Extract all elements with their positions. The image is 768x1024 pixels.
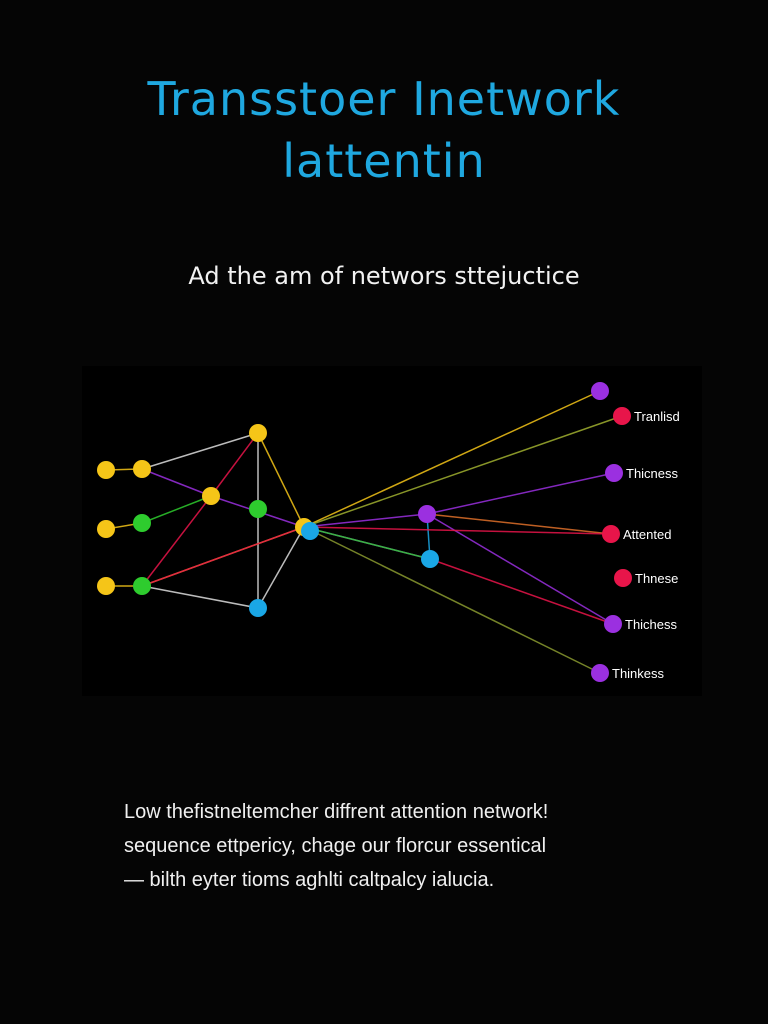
node-r6 — [591, 664, 609, 682]
node-bt1 — [249, 599, 267, 617]
node-m1 — [249, 500, 267, 518]
node-r0 — [591, 382, 609, 400]
node-label-1: Tranlisd — [634, 409, 680, 424]
node-label-5: Thichess — [625, 617, 678, 632]
edge-hub-r1 — [303, 415, 623, 528]
title-line-1: Transstoer Inetwork — [147, 72, 621, 126]
edge-b3-bt1 — [141, 585, 259, 609]
title-line-2: lattentin — [282, 134, 486, 188]
edge-b3-hub — [141, 526, 305, 587]
subtitle: Ad the am of networs sttejuctice — [188, 262, 580, 290]
edge-hub-q1 — [303, 526, 431, 560]
node-c1 — [202, 487, 220, 505]
node-b3 — [133, 577, 151, 595]
node-b1 — [133, 460, 151, 478]
node-label-4: Thnese — [635, 571, 678, 586]
node-r4 — [614, 569, 632, 587]
edge-c1-t1 — [210, 432, 259, 497]
node-r3 — [602, 525, 620, 543]
edge-p1-r2 — [426, 472, 615, 515]
node-label-3: Attented — [623, 527, 671, 542]
edge-b3-c1 — [141, 495, 212, 587]
edge-b2-c1 — [141, 495, 212, 524]
edge-b1-c1 — [141, 468, 212, 497]
edge-b1-t1 — [141, 432, 259, 470]
edge-q1-r5 — [429, 558, 614, 625]
edge-hub-p1 — [303, 513, 428, 528]
edge-t1-hub — [257, 432, 305, 528]
page-title: Transstoer Inetwork lattentin — [0, 68, 768, 192]
edge-p1-r3 — [426, 513, 612, 535]
node-hub2 — [301, 522, 319, 540]
description-line-1: Low thefistneltemcher diffrent attention… — [124, 801, 549, 823]
node-r2 — [605, 464, 623, 482]
description-line-3: — bilth eyter tioms aghlti caltpalcy ial… — [124, 869, 495, 891]
node-r5 — [604, 615, 622, 633]
node-label-2: Thicness — [626, 466, 679, 481]
node-a2 — [97, 520, 115, 538]
edge-hub-r3 — [303, 526, 612, 535]
edge-bt1-hub — [257, 526, 305, 609]
edge-hub-r6 — [303, 526, 601, 674]
description-paragraph: Low thefistneltemcher diffrent attention… — [124, 795, 684, 897]
node-a3 — [97, 577, 115, 595]
network-graph: TranlisdThicnessAttentedThneseThichessTh… — [97, 382, 680, 682]
node-t1 — [249, 424, 267, 442]
node-a1 — [97, 461, 115, 479]
node-p1 — [418, 505, 436, 523]
node-r1 — [613, 407, 631, 425]
node-q1 — [421, 550, 439, 568]
node-label-6: Thinkess — [612, 666, 665, 681]
edge-p1-r5 — [426, 513, 614, 625]
edge-hub-r0 — [303, 390, 601, 528]
node-b2 — [133, 514, 151, 532]
description-line-2: sequence ettpericy, chage our florcur es… — [124, 835, 547, 857]
